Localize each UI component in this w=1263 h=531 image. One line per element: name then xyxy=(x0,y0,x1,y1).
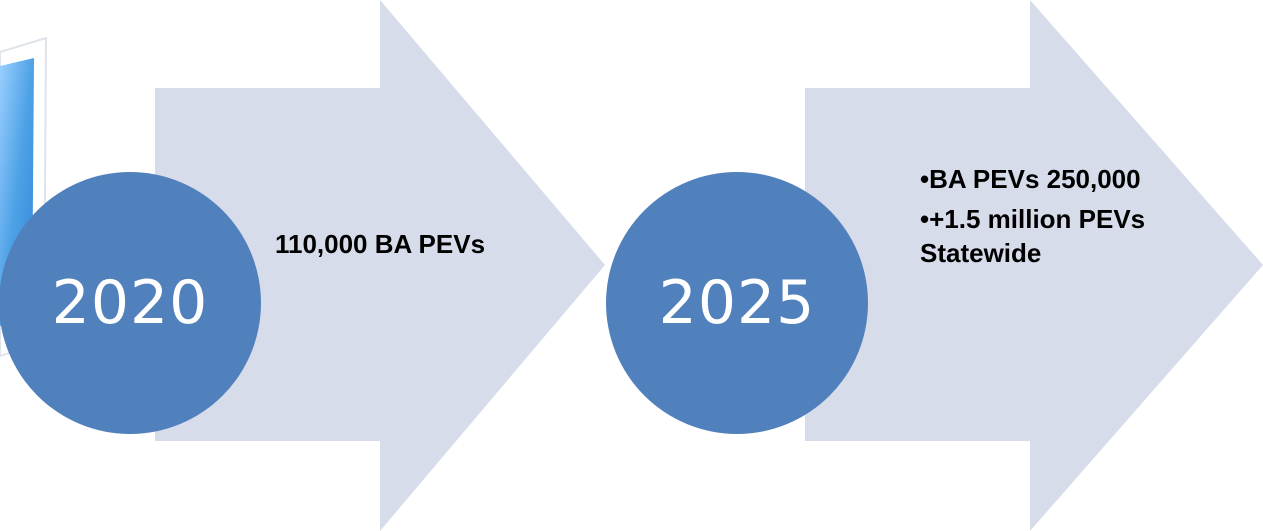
year-label-2025: 2025 xyxy=(658,268,816,338)
year-label-2020: 2020 xyxy=(51,268,209,338)
step-2-text: •BA PEVs 250,000 •+1.5 million PEVs Stat… xyxy=(920,162,1150,276)
year-circle-2 xyxy=(606,172,868,434)
step-1-text: 110,000 BA PEVs xyxy=(274,229,486,259)
year-circle-1 xyxy=(0,172,261,434)
step-2-bullet-2: •+1.5 million PEVs Statewide xyxy=(920,204,1146,268)
arrow-shape-2 xyxy=(805,0,1263,531)
arrow-shape-1 xyxy=(155,0,605,531)
step-2-bullet-1: •BA PEVs 250,000 xyxy=(920,164,1141,194)
